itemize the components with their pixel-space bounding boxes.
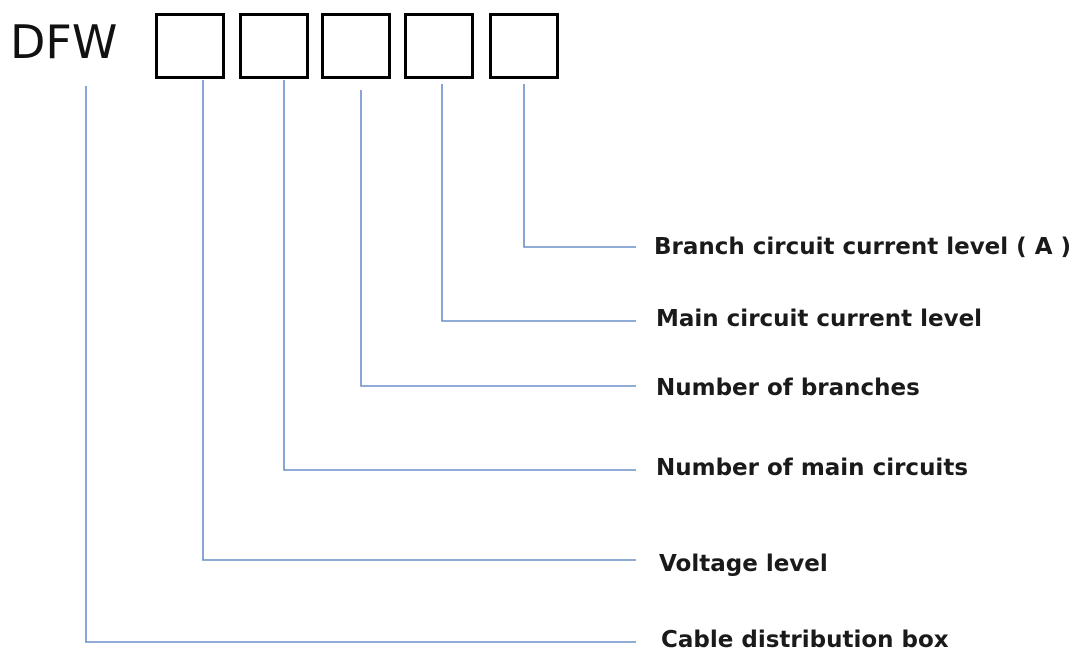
leader-line-branch-current [523, 84, 636, 248]
leader-line-main-circuits [283, 80, 636, 471]
code-box-main-current [404, 13, 474, 79]
code-box-branches [321, 13, 391, 79]
code-box-branch-current [489, 13, 559, 79]
leader-line-voltage-level [202, 80, 636, 561]
label-voltage-level: Voltage level [659, 551, 828, 577]
label-cable-distribution-box: Cable distribution box [661, 627, 949, 653]
leader-line-cable-distribution-box [85, 86, 636, 643]
label-number-of-main-circuits: Number of main circuits [656, 455, 969, 481]
code-box-main-circuits [239, 13, 309, 79]
leader-line-main-current [441, 84, 636, 322]
label-branch-circuit-current-level: Branch circuit current level ( A ) [654, 234, 1072, 260]
label-main-circuit-current-level: Main circuit current level [656, 306, 983, 332]
leader-line-branches [360, 90, 636, 387]
code-box-voltage-level [155, 13, 225, 79]
model-prefix: DFW [10, 15, 118, 69]
label-number-of-branches: Number of branches [656, 375, 920, 401]
